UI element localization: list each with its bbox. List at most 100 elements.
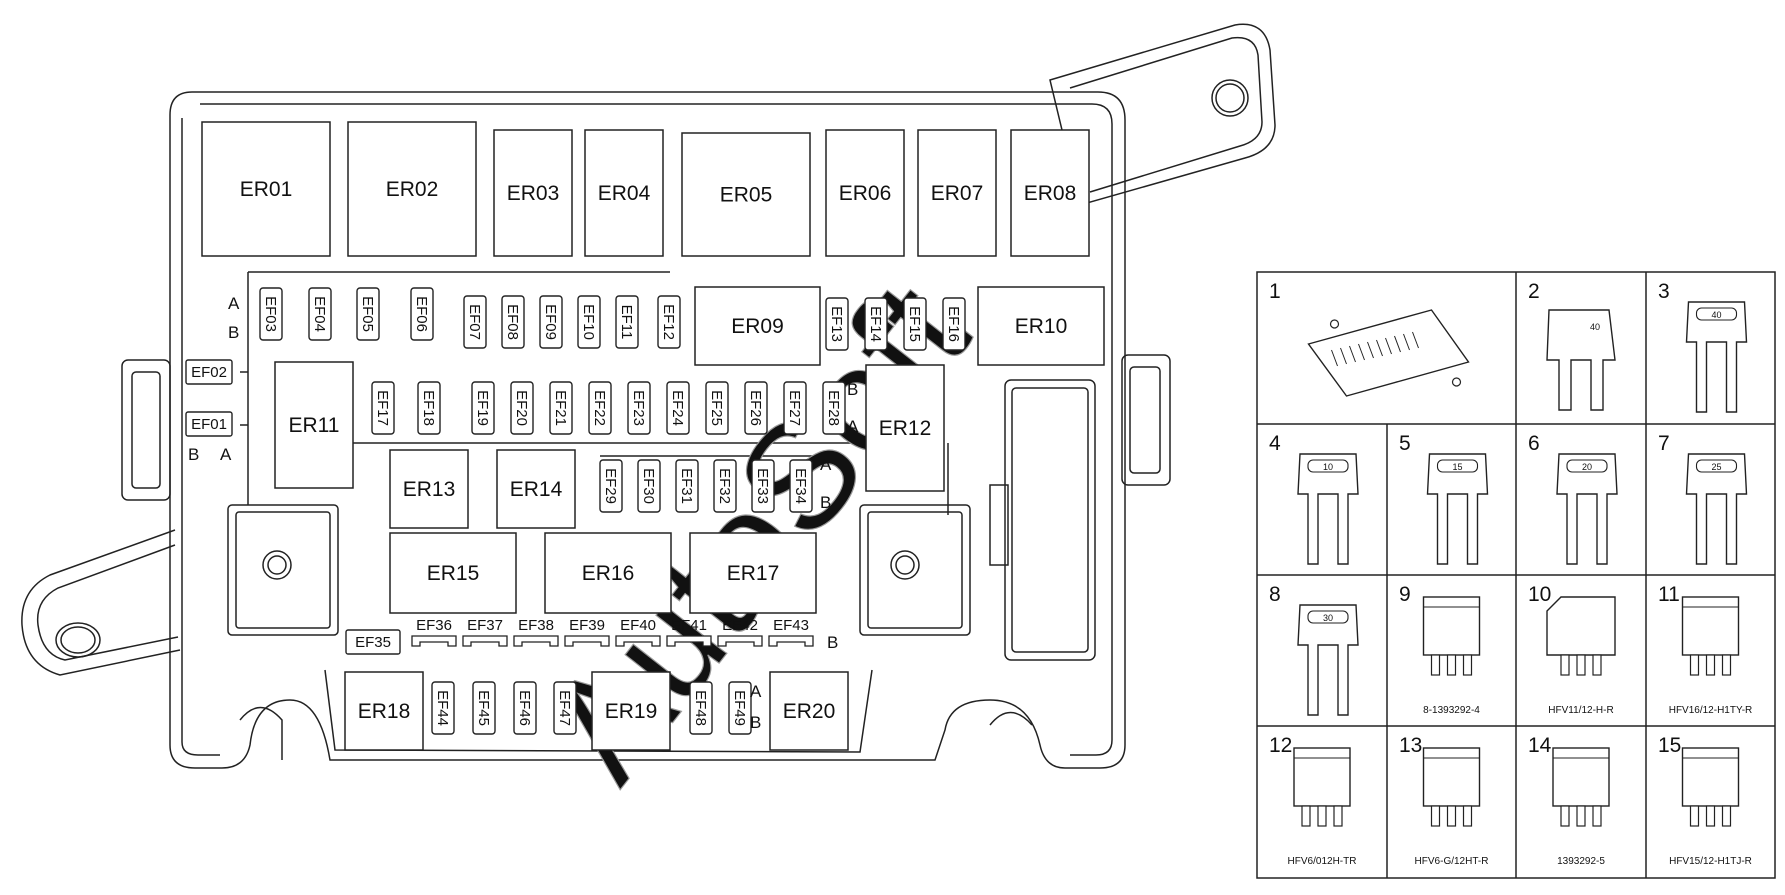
fuse-ef41: EF41	[666, 617, 712, 647]
legend-cell-1: 1	[1269, 280, 1470, 397]
pin-label-b: B	[188, 445, 199, 464]
relay-box	[344, 671, 424, 751]
fuse-ef44: EF44	[431, 681, 455, 735]
fuse-ef21: EF21	[549, 381, 573, 435]
fuse-ef20: EF20	[510, 381, 534, 435]
right-mounting-bracket-inner	[1069, 36, 1263, 193]
relay-label: ER15	[427, 562, 480, 585]
fuse-ef25: EF25	[705, 381, 729, 435]
fuse-body	[553, 681, 577, 735]
legend-cell-number: 1	[1269, 280, 1281, 303]
relay-box	[496, 449, 576, 529]
fuse-ef02: EF02	[185, 359, 233, 385]
fuse-drawing	[1426, 453, 1489, 565]
fuse-body	[637, 459, 661, 513]
relay-er07: ER07	[917, 129, 997, 257]
left-mounting-bracket	[21, 529, 181, 676]
fuse-body	[744, 381, 768, 435]
legend-cell-number: 3	[1658, 280, 1670, 303]
legend-cell-number: 8	[1269, 583, 1281, 606]
fuse-drawing	[1556, 453, 1618, 565]
legend-cell-8: 830	[1269, 583, 1359, 716]
relay-box	[1010, 129, 1090, 257]
maxi-fuse-drawing	[1546, 309, 1616, 411]
relay-drawing	[1681, 596, 1740, 656]
fuse-label: EF49	[731, 690, 748, 726]
fuse-body	[783, 381, 807, 435]
legend-part-number: 8-1393292-4	[1423, 705, 1480, 716]
relay-box	[825, 129, 905, 257]
fuse-ef45: EF45	[472, 681, 496, 735]
fuse-label: EF43	[773, 617, 809, 634]
relay-er03: ER03	[493, 129, 573, 257]
fuse-label: EF32	[716, 468, 733, 504]
fuse-ef48: EF48	[689, 681, 713, 735]
pin-label-a: A	[228, 294, 240, 313]
fuse-body	[513, 681, 537, 735]
relay-box	[544, 532, 672, 614]
fuse-label: EF38	[518, 617, 554, 634]
relay-er16: ER16	[544, 532, 672, 614]
fuse-label: EF04	[311, 296, 328, 332]
fuse-label: EF20	[513, 390, 530, 426]
pin-label-a: A	[750, 682, 762, 701]
relay-label: ER12	[879, 417, 932, 440]
relay-label: ER10	[1015, 315, 1068, 338]
relay-label: ER04	[598, 182, 651, 205]
fuse-ef37: EF37	[462, 617, 508, 647]
fuse-body	[675, 459, 699, 513]
relay-drawing	[1422, 747, 1481, 807]
relay-label: ER03	[507, 182, 560, 205]
pin-label-b: B	[847, 380, 858, 399]
relay-label: ER05	[720, 184, 773, 207]
fuse-ef31: EF31	[675, 459, 699, 513]
fuse-ef09: EF09	[539, 295, 563, 349]
relay-label: ER14	[510, 478, 563, 501]
fuse-ef38: EF38	[513, 617, 559, 647]
component-legend-table	[1256, 271, 1776, 879]
relay-er19: ER19	[591, 671, 671, 751]
fuse-label: EF48	[692, 690, 709, 726]
fuse-ef43: EF43	[768, 617, 814, 647]
fuse-label: EF22	[591, 390, 608, 426]
fuse-rating: 25	[1711, 462, 1721, 472]
fuse-body	[789, 459, 813, 513]
relay-box	[389, 532, 517, 614]
fuse-label: EF31	[678, 468, 695, 504]
fuse-label: EF30	[640, 468, 657, 504]
fuse-ef03: EF03	[259, 287, 283, 341]
fuse-ef47: EF47	[553, 681, 577, 735]
relay-er18: ER18	[344, 671, 424, 751]
legend-part-number: HFV15/12-H1TJ-R	[1669, 856, 1752, 867]
fuse-label: EF34	[792, 468, 809, 504]
fuse-body	[942, 297, 966, 351]
relay-er15: ER15	[389, 532, 517, 614]
fuse-ef32: EF32	[713, 459, 737, 513]
fuse-body	[472, 681, 496, 735]
relay-box	[591, 671, 671, 751]
fuse-body	[417, 381, 441, 435]
legend-cell-number: 12	[1269, 734, 1292, 757]
fuse-body	[728, 681, 752, 735]
legend-cell-number: 7	[1658, 432, 1670, 455]
relay-box	[584, 129, 664, 257]
legend-cell-number: 9	[1399, 583, 1411, 606]
fuse-ef27: EF27	[783, 381, 807, 435]
connector-port	[1004, 379, 1096, 661]
fuse-body	[599, 459, 623, 513]
relay-box	[347, 121, 477, 257]
legend-part-number: HFV6-G/12HT-R	[1415, 856, 1489, 867]
fuse-body	[513, 635, 559, 647]
fuse-body	[705, 381, 729, 435]
fuse-body	[825, 297, 849, 351]
relay-label: ER02	[386, 178, 439, 201]
legend-cell-4: 410	[1269, 432, 1359, 565]
relay-box	[917, 129, 997, 257]
fuse-label: EF21	[552, 390, 569, 426]
relay-er05: ER05	[681, 132, 811, 257]
